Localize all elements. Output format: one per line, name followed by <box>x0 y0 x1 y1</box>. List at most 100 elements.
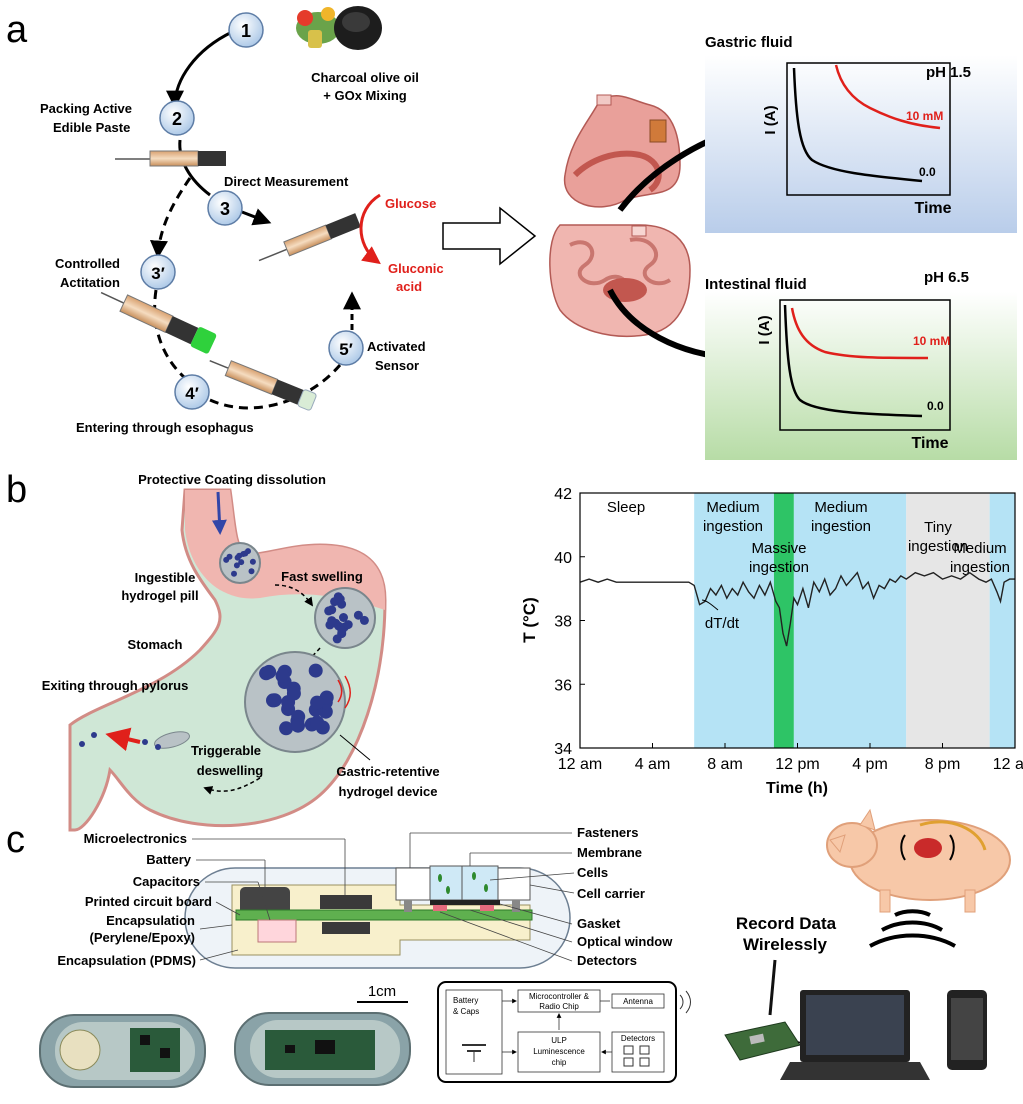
block-ulp-line2: Luminescence <box>533 1047 585 1056</box>
x-tick-label: 12 am <box>993 756 1023 773</box>
y-tick-label: 40 <box>554 550 572 567</box>
cell-carrier-right <box>497 867 531 901</box>
detector-component-2 <box>480 905 494 911</box>
component-label-left: Encapsulation <box>106 913 195 928</box>
region-label-3: Medium <box>814 499 867 516</box>
sensor-probe-capped <box>100 291 217 354</box>
deswelled-fragments <box>79 731 190 750</box>
intestinal-xlabel: Time <box>911 435 948 452</box>
hydrogel-bead <box>279 721 294 736</box>
intestinal-plot-axes <box>779 299 951 431</box>
temperature-series-line <box>579 571 1015 647</box>
chart-xlabel: Time (h) <box>766 780 828 797</box>
signal-wave-icon-2 <box>344 675 351 709</box>
block-antenna: Antenna <box>623 997 653 1006</box>
pill-label-line1: Ingestible <box>135 570 196 585</box>
step-2: 2 <box>159 100 195 136</box>
intestinal-title: Intestinal fluid <box>705 276 807 293</box>
gastric-label-0: 0.0 <box>919 165 936 179</box>
hydrogel-bead <box>339 613 348 622</box>
record-label-line2: Wirelessly <box>743 935 827 954</box>
printed-circuit-board <box>235 909 533 921</box>
swelling-arrow <box>274 584 314 607</box>
hydrogel-bead <box>310 715 325 730</box>
y-tick-label: 38 <box>554 614 572 631</box>
step-5-prime: 5′ <box>328 330 364 366</box>
sensor-probe-esophagus <box>209 359 317 411</box>
region-label-0: Sleep <box>607 499 645 516</box>
region-label-5: Medium <box>953 540 1006 557</box>
hydrogel-bead <box>310 695 325 710</box>
mixing-label-line2: + GOx Mixing <box>323 88 406 103</box>
step-3: 3 <box>207 190 243 226</box>
wireless-waves-icon <box>869 909 956 948</box>
gastric-ylabel: I (A) <box>762 105 779 134</box>
region-label-3: ingestion <box>811 518 871 535</box>
hydrogel-bead <box>286 686 301 701</box>
gastric-ph: pH 1.5 <box>926 64 971 81</box>
stomach-illustration <box>563 94 681 208</box>
x-tick-label: 8 am <box>707 756 743 773</box>
smartphone-icon <box>947 990 987 1070</box>
capsule-photo-1 <box>39 1014 206 1088</box>
block-battery-line1: Battery <box>453 996 478 1005</box>
hydrogel-bead <box>359 615 369 625</box>
block-detectors: Detectors <box>621 1034 655 1043</box>
block-ulp-line1: ULP <box>551 1036 567 1045</box>
gastric-xlabel: Time <box>914 200 951 217</box>
y-tick-label: 42 <box>554 486 572 503</box>
hydrogel-bead <box>327 605 337 615</box>
hydrogel-bead <box>233 562 240 569</box>
hydrogel-bead <box>226 553 233 560</box>
hydrogel-bead <box>242 550 249 557</box>
hydrogel-bead <box>343 620 353 630</box>
gastric-curve-10mM <box>834 64 941 130</box>
coating-arrow <box>211 491 227 535</box>
arrow-3-direct <box>241 208 272 226</box>
gastric-plot-axes <box>786 62 951 196</box>
swelling-label: Fast swelling <box>281 569 363 584</box>
x-tick-label: 4 am <box>635 756 671 773</box>
block-mcu-line2: Radio Chip <box>539 1002 579 1011</box>
intestinal-curve-10mM <box>790 307 929 360</box>
panel-label-a: a <box>6 9 28 51</box>
region-label-2: ingestion <box>749 559 809 576</box>
region-band-0 <box>580 493 695 748</box>
hydrogel-bead <box>231 570 237 577</box>
device-label-line1: Gastric-retentive <box>336 764 439 779</box>
hydrogel-bead <box>308 663 323 678</box>
region-band-5 <box>989 493 1015 748</box>
component-label-right: Cells <box>577 865 608 880</box>
cell-chamber-1 <box>429 865 463 901</box>
stomach-diagram <box>68 488 387 832</box>
cell-chamber-2 <box>461 865 499 901</box>
svg-text:3: 3 <box>220 199 230 219</box>
region-band-3 <box>793 493 907 748</box>
triggerable-label-line1: Triggerable <box>191 743 261 758</box>
receiver-board <box>724 959 831 1071</box>
hydrogel-bead <box>327 616 337 626</box>
exiting-label: Exiting through pylorus <box>42 678 189 693</box>
svg-text:4′: 4′ <box>185 384 199 403</box>
glucose-label: Glucose <box>385 196 436 211</box>
hydrogel-bead <box>267 693 282 708</box>
component-label-right: Gasket <box>577 916 621 931</box>
intestinal-ph: pH 6.5 <box>924 269 969 286</box>
panel-label-c: c <box>6 819 25 861</box>
triggerable-label-line2: deswelling <box>197 763 264 778</box>
panel-label-b: b <box>6 469 27 511</box>
signal-wave-icon <box>337 679 343 703</box>
block-ulp-line3: chip <box>552 1058 567 1067</box>
step-4-prime: 4′ <box>174 374 210 410</box>
entering-label: Entering through esophagus <box>76 420 254 435</box>
laptop-icon <box>780 990 930 1080</box>
block-mcu-line1: Microcontroller & <box>529 992 590 1001</box>
hydrogel-bead <box>335 594 345 604</box>
deswelling-arrow <box>203 777 261 795</box>
direct-measurement-label: Direct Measurement <box>224 174 349 189</box>
gastric-label-10mM: 10 mM <box>906 109 943 123</box>
region-label-1: ingestion <box>703 518 763 535</box>
component-label-left: (Perylene/Epoxy) <box>90 930 196 945</box>
hydrogel-bead <box>249 558 256 565</box>
